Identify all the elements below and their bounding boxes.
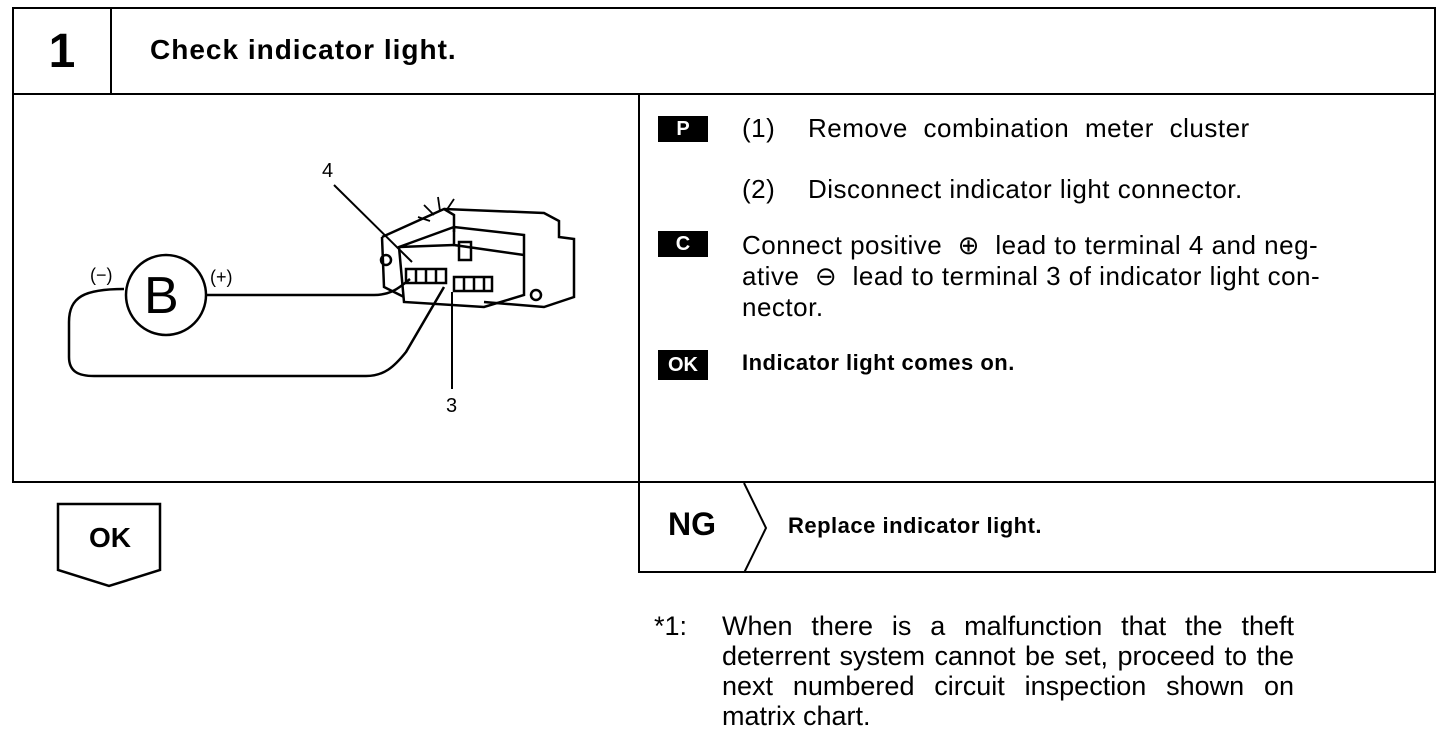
ok-result-text: Indicator light comes on. xyxy=(742,350,1015,375)
negative-wire xyxy=(67,286,446,378)
step-content-box xyxy=(12,95,1436,483)
c-badge: C xyxy=(658,231,708,257)
step-title: Check indicator light. xyxy=(150,34,457,65)
c-text-line-2: ative ⊖ lead to terminal 3 of indicator … xyxy=(742,261,1321,291)
step-number: 1 xyxy=(48,24,76,78)
c-text-line-3: nector. xyxy=(742,292,824,322)
p-badge: P xyxy=(658,116,708,142)
step-header-box xyxy=(12,7,1436,95)
ng-label: NG xyxy=(668,506,716,542)
positive-polarity-label: (+) xyxy=(210,267,233,287)
ng-arrow-divider xyxy=(743,483,768,573)
p1-number: (1) xyxy=(742,113,776,143)
terminal-3-label: 3 xyxy=(446,395,457,417)
p2-number: (2) xyxy=(742,174,776,204)
p1-text: Remove combination meter cluster xyxy=(808,113,1250,143)
step-number-cell xyxy=(12,7,112,95)
light-burst-icon xyxy=(417,196,455,222)
column-divider xyxy=(638,95,640,573)
footnote-text: When there is a malfunction that the the… xyxy=(722,611,1294,731)
ok-arrow-label: OK xyxy=(89,522,131,553)
negative-polarity-label: (−) xyxy=(90,265,113,285)
ng-result-box xyxy=(638,483,1436,573)
connector-wiring-diagram: 4 3 B (−) (+) xyxy=(67,160,576,417)
ok-arrow-box xyxy=(56,502,162,588)
p2-text: Disconnect indicator light connector. xyxy=(808,174,1243,204)
battery-circle xyxy=(124,253,208,337)
ng-action-text: Replace indicator light. xyxy=(788,513,1043,538)
positive-wire xyxy=(206,278,411,297)
connector-housing xyxy=(397,225,526,309)
ok-badge: OK xyxy=(658,350,708,380)
terminal-4-label: 4 xyxy=(322,160,333,182)
footnote-marker: *1: xyxy=(654,611,688,641)
c-text-line-1: Connect positive ⊕ lead to terminal 4 an… xyxy=(742,230,1319,260)
connector-rear-plate xyxy=(443,207,576,309)
battery-symbol: B xyxy=(144,267,179,325)
